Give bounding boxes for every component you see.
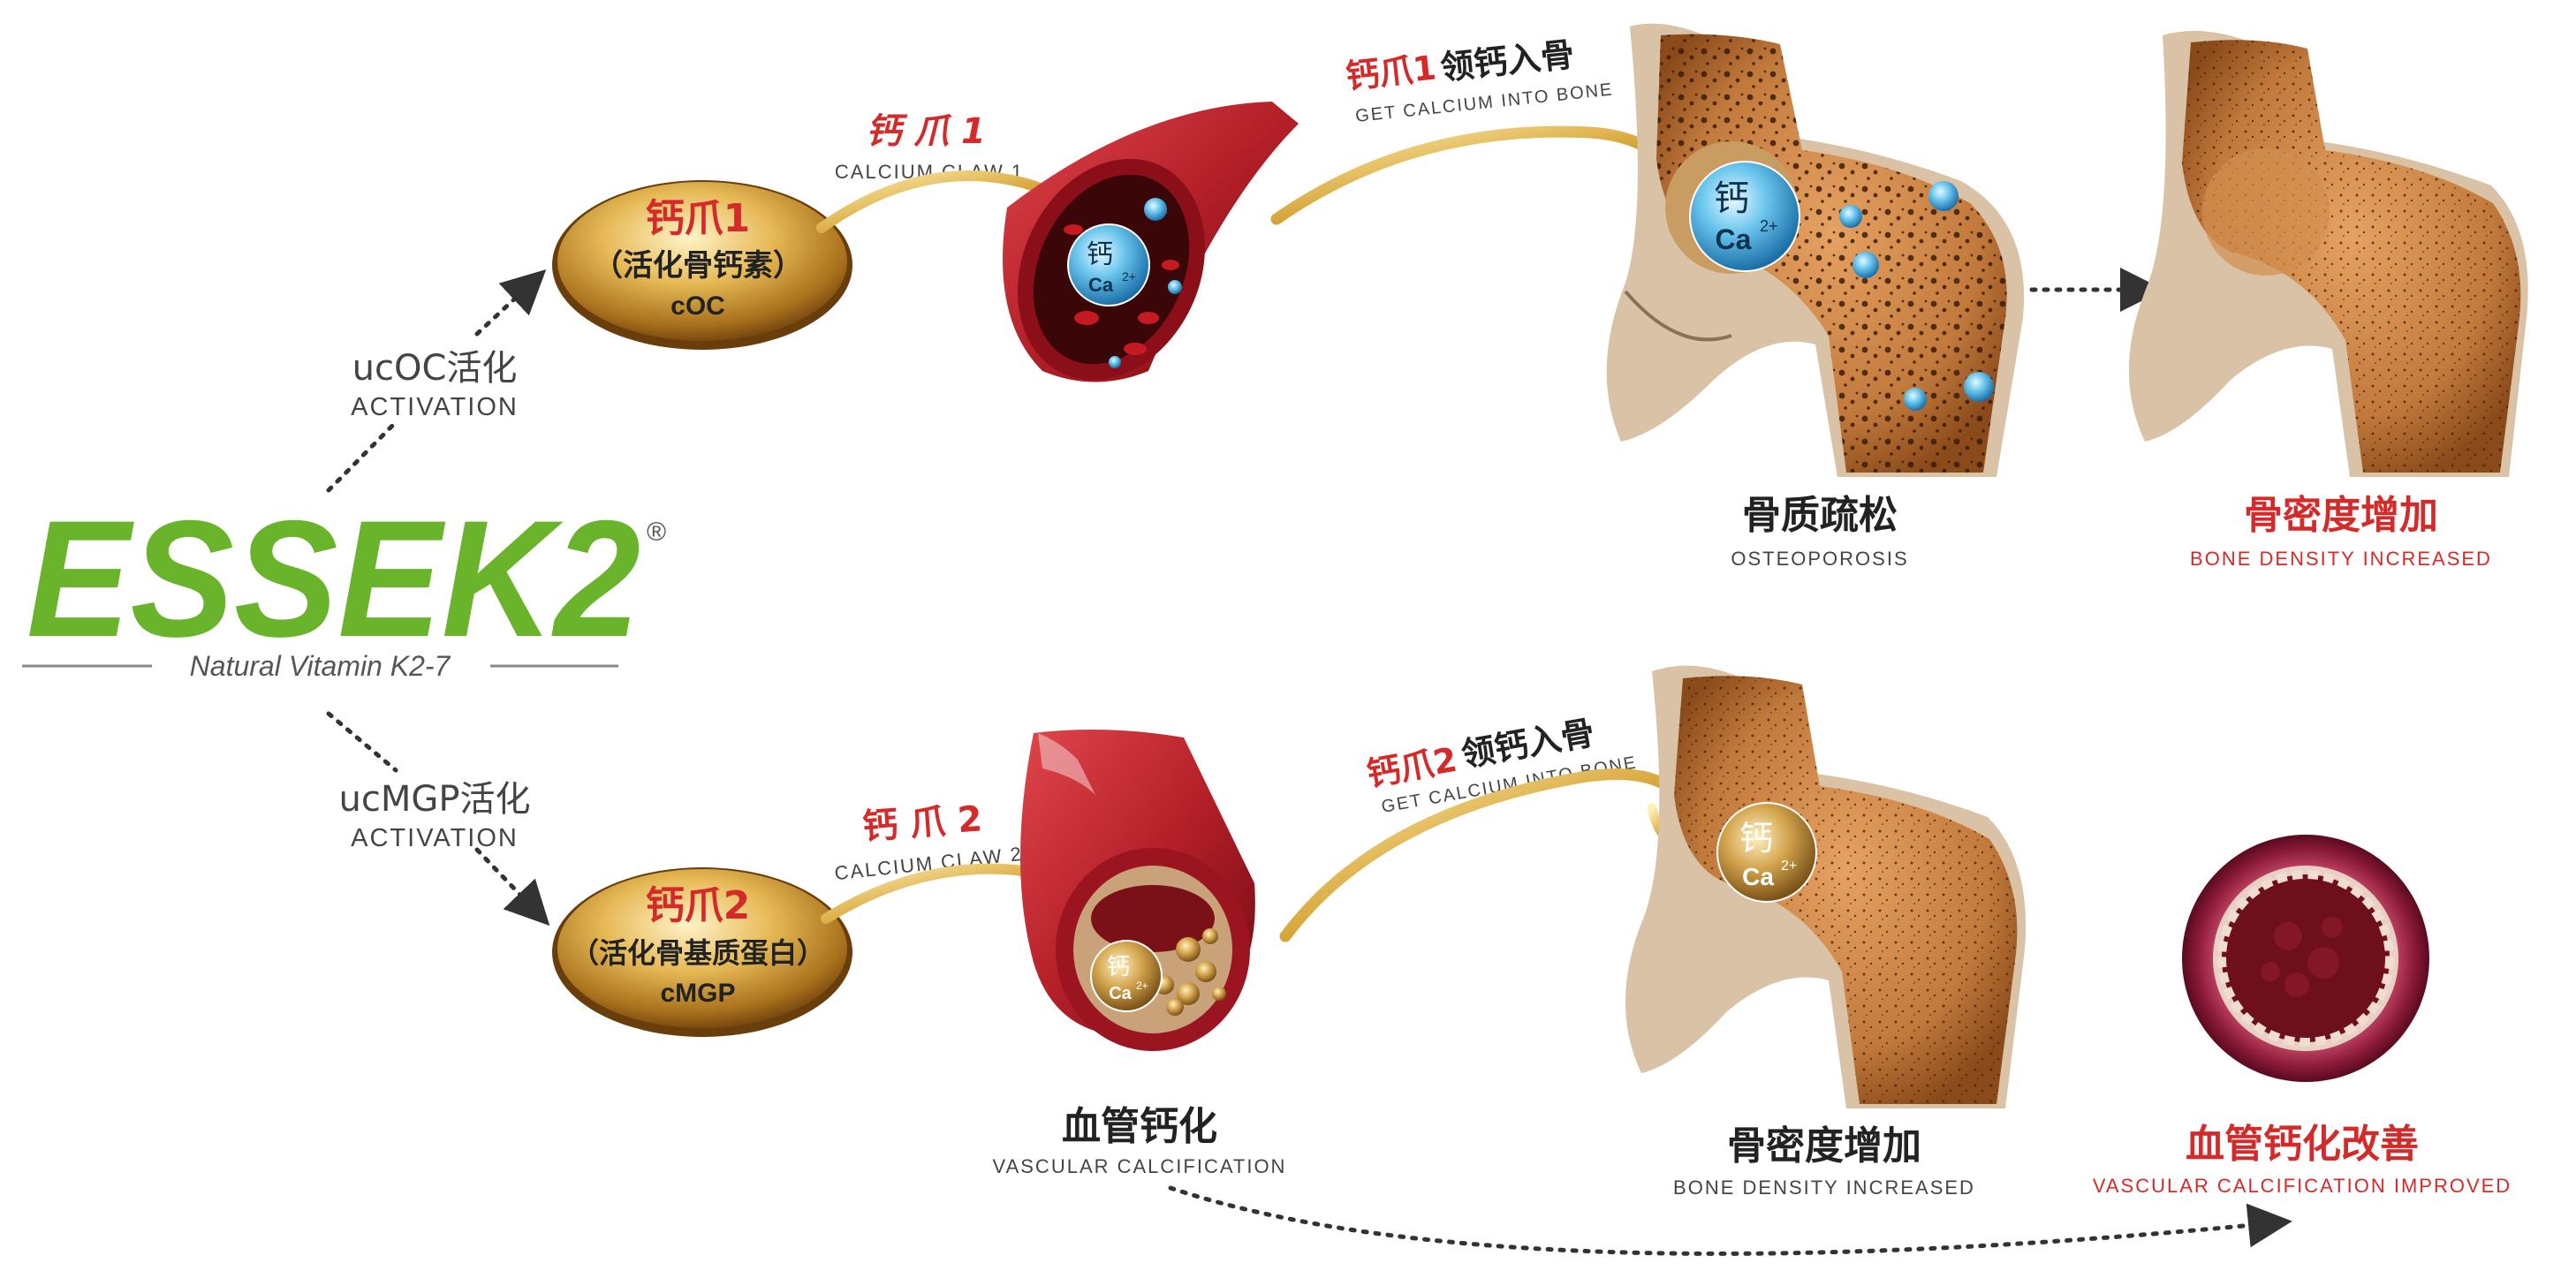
vascular-cn: 血管钙化 xyxy=(1062,1104,1217,1149)
pill-bottom-code: cMGP xyxy=(660,979,735,1008)
activation-top-line1: ucOC活化 xyxy=(352,348,518,389)
lead2-claw xyxy=(1279,768,1706,942)
density-top-cn: 骨密度增加 xyxy=(2244,493,2438,538)
claw2-cn: 钙 爪 2 xyxy=(861,798,984,847)
density-bottom-en: BONE DENSITY INCREASED xyxy=(1673,1176,1975,1199)
density-top-en: BONE DENSITY INCREASED xyxy=(2190,548,2492,570)
calcium-cn-vessel-top: 钙 xyxy=(1087,239,1113,270)
pill-bottom-title: 钙爪2 xyxy=(646,883,751,928)
calcium-deposits xyxy=(1155,928,1226,1016)
pill-bottom-subtitle: （活化骨基质蛋白） xyxy=(571,936,825,970)
calcium-ion-vessel-bottom: 钙 Ca 2+ xyxy=(1090,940,1163,1012)
logo-tagline: Natural Vitamin K2-7 xyxy=(190,650,451,682)
arrow-activation-to-pill-bottom xyxy=(474,847,550,927)
arrow-activation-to-pill-top xyxy=(474,269,547,337)
logo-registered: ® xyxy=(647,518,666,547)
calcium-cn-vessel-bottom: 钙 xyxy=(1107,954,1130,980)
calcium-symbol-bone-bottom: Ca xyxy=(1742,863,1774,890)
calcium-ion-vessel-top: 钙 Ca 2+ xyxy=(1067,223,1150,306)
activation-bottom-line1: ucMGP活化 xyxy=(339,779,531,820)
pill-top-code: cOC xyxy=(671,291,725,321)
bone-osteoporosis xyxy=(1606,23,2025,477)
lead1-cn-red: 钙爪1 xyxy=(1344,48,1437,95)
pill-top: 钙爪1 （活化骨钙素） cOC xyxy=(552,180,852,350)
vessel-healthy xyxy=(2182,835,2429,1082)
arrow-logo-to-activation-top xyxy=(326,420,398,493)
bone-dense-bottom xyxy=(1625,665,2027,1108)
arrow-vascular-to-improved xyxy=(1168,1185,2292,1256)
osteoporosis-en: OSTEOPOROSIS xyxy=(1731,548,1908,570)
logo-wordmark: ESSEK2 xyxy=(27,486,640,671)
small-calcium-ions xyxy=(1839,181,1994,411)
pill-top-title: 钙爪1 xyxy=(646,196,751,241)
arrow-logo-to-activation-bottom xyxy=(326,711,398,773)
activation-bottom-line2: ACTIVATION xyxy=(351,824,519,852)
claw1-cn: 钙 爪 1 xyxy=(866,111,986,152)
pill-top-subtitle: （活化骨钙素） xyxy=(593,248,803,284)
vascular-improved-en: VASCULAR CALCIFICATION IMPROVED xyxy=(2093,1175,2512,1197)
activation-top-line2: ACTIVATION xyxy=(351,393,519,421)
calcium-ion-bone-top: 钙 Ca 2+ xyxy=(1689,161,1800,272)
lead1-label: 钙爪1 领钙入骨 GET CALCIUM INTO BONE xyxy=(1344,34,1614,126)
calcium-charge-vessel-bottom: 2+ xyxy=(1136,980,1148,992)
calcium-symbol-vessel-bottom: Ca xyxy=(1109,984,1132,1003)
calcium-cn-bone-top: 钙 xyxy=(1714,178,1749,219)
calcium-charge-bone-bottom: 2+ xyxy=(1781,859,1797,874)
calcium-charge-bone-top: 2+ xyxy=(1760,217,1778,235)
calcium-charge-vessel-top: 2+ xyxy=(1122,269,1136,284)
calcium-symbol-bone-top: Ca xyxy=(1716,223,1752,255)
lead1-cn-dark: 领钙入骨 xyxy=(1438,34,1576,87)
calcium-cn-bone-bottom: 钙 xyxy=(1739,819,1773,858)
pill-bottom: 钙爪2 （活化骨基质蛋白） cMGP xyxy=(552,867,852,1037)
vascular-improved-cn: 血管钙化改善 xyxy=(2186,1122,2419,1167)
calcium-ion-bone-bottom: 钙 Ca 2+ xyxy=(1716,802,1817,903)
logo: ESSEK2 ® Natural Vitamin K2-7 xyxy=(22,486,666,682)
calcium-symbol-vessel-top: Ca xyxy=(1088,274,1114,296)
osteoporosis-cn: 骨质疏松 xyxy=(1742,493,1898,538)
vascular-en: VASCULAR CALCIFICATION xyxy=(993,1155,1287,1177)
density-bottom-cn: 骨密度增加 xyxy=(1727,1123,1921,1169)
bone-dense-top xyxy=(2128,31,2528,477)
flow-arrows xyxy=(326,268,2292,1256)
